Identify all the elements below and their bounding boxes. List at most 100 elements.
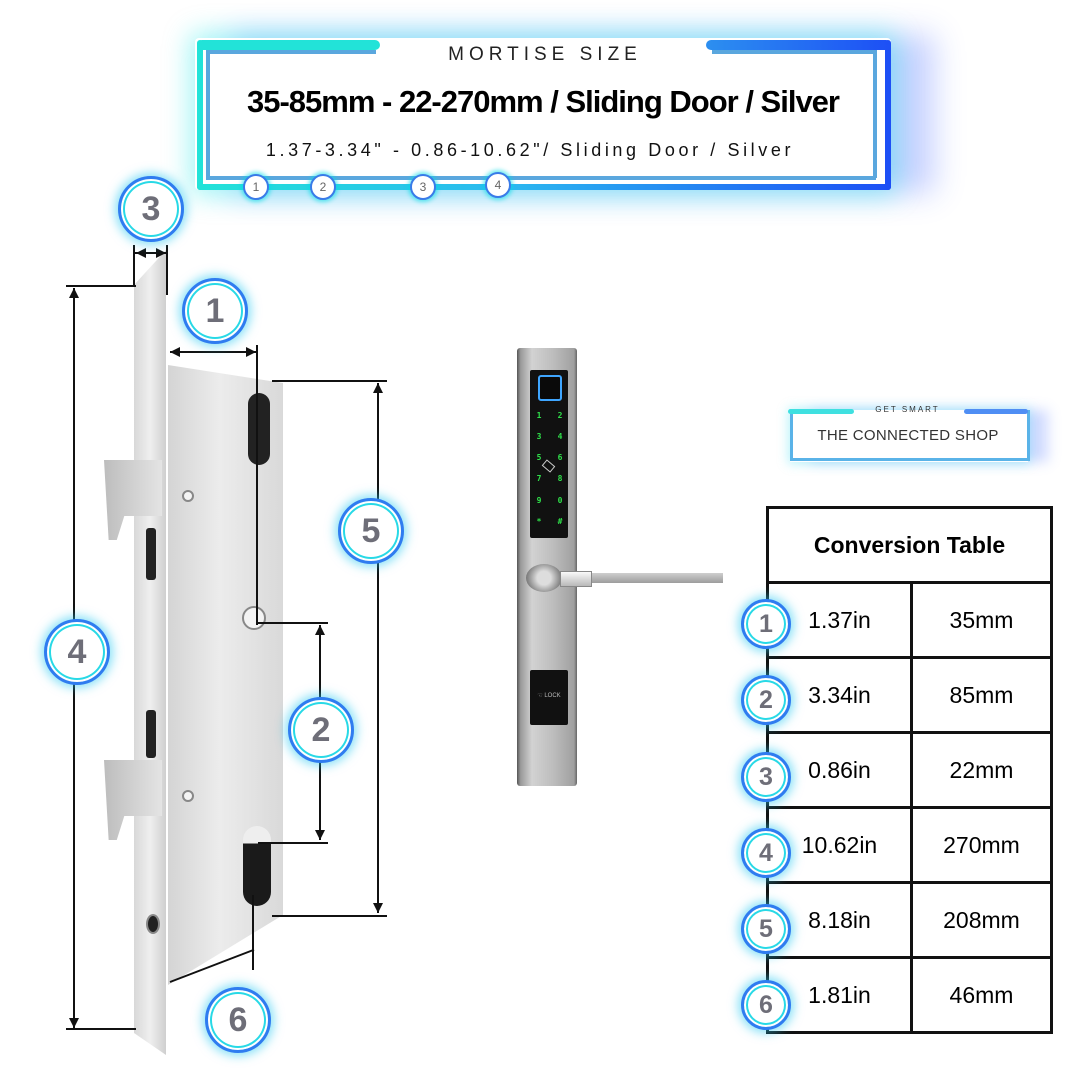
table-badge-4: 4 [741, 828, 791, 878]
mini-badge-3: 3 [410, 174, 436, 200]
handle-neck [560, 571, 592, 587]
keypad-key: 9 [536, 496, 542, 505]
badge-4: 4 [44, 619, 110, 685]
arrow-down-icon [373, 903, 383, 913]
mm-cell: 208mm [910, 881, 1053, 959]
badge-2: 2 [288, 697, 354, 763]
arrow-down-icon [69, 1018, 79, 1028]
table-header-row: Conversion Table [766, 506, 1053, 584]
brand-frame-top-left [788, 409, 854, 414]
brand-frame-top-right [964, 409, 1028, 414]
mm-cell: 270mm [910, 806, 1053, 884]
header-inner-bottom [206, 176, 876, 180]
dim5-line [377, 383, 379, 913]
follower-hole [242, 606, 266, 630]
mini-badge-2: 2 [310, 174, 336, 200]
header-frame-top-right [706, 40, 891, 50]
handle-rose [526, 564, 562, 592]
dim5-bottom-extension [272, 915, 387, 917]
dim3-ext-right [166, 245, 168, 295]
keypad-key: 8 [557, 474, 563, 483]
header-inner-right [873, 50, 877, 178]
fingerprint-sensor-icon [538, 375, 562, 401]
table-row: 1.37in 35mm [766, 581, 1053, 659]
mini-badge-1: 1 [243, 174, 269, 200]
table-badge-2: 2 [741, 675, 791, 725]
mm-cell: 85mm [910, 656, 1053, 734]
lock-label: ☜ LOCK [537, 693, 561, 699]
keypad-key: 3 [536, 432, 542, 441]
badge-5: 5 [338, 498, 404, 564]
screw-hole [182, 790, 194, 802]
arrow-left-icon [170, 347, 180, 357]
spindle-slot [248, 393, 270, 465]
lock-button-panel [530, 670, 568, 725]
table-row: 10.62in 270mm [766, 806, 1053, 884]
header-inner-top-right [712, 50, 877, 54]
dim4-top-extension [66, 285, 136, 287]
arrow-right-icon [156, 248, 166, 258]
mortise-faceplate [134, 250, 166, 1055]
header-kicker: MORTISE SIZE [448, 44, 642, 65]
mini-badge-4: 4 [485, 172, 511, 198]
table-title: Conversion Table [766, 506, 1053, 584]
keypad-key: 5 [536, 453, 542, 462]
header-frame-left [197, 40, 203, 190]
table-row: 1.81in 46mm [766, 956, 1053, 1034]
table-badge-3: 3 [741, 752, 791, 802]
arrow-right-icon [246, 347, 256, 357]
arrow-up-icon [315, 625, 325, 635]
table-badge-1: 1 [741, 599, 791, 649]
keypad-key: 4 [557, 432, 563, 441]
cylinder-hole [243, 826, 271, 906]
badge-6: 6 [205, 987, 271, 1053]
dim3-line [135, 252, 166, 254]
table-row: 8.18in 208mm [766, 881, 1053, 959]
dim1-center-line [256, 345, 258, 625]
mm-cell: 35mm [910, 581, 1053, 659]
table-row: 3.34in 85mm [766, 656, 1053, 734]
header-frame-bottom [197, 184, 891, 190]
lock-hand-icon: ☜ [537, 693, 545, 699]
brand-frame [790, 410, 1030, 461]
table-row: 0.86in 22mm [766, 731, 1053, 809]
page-subtitle: 1.37-3.34" - 0.86-10.62"/ Sliding Door /… [265, 140, 795, 160]
arrow-up-icon [69, 288, 79, 298]
table-badge-5: 5 [741, 904, 791, 954]
dim2-top-extension [258, 622, 328, 624]
keypad-key: 1 [536, 411, 542, 420]
dim2-bottom-extension [258, 842, 328, 844]
keypad-key: 6 [557, 453, 563, 462]
keypad-key: 2 [557, 411, 563, 420]
arrow-up-icon [373, 383, 383, 393]
header-frame-right [885, 40, 891, 190]
page-title: 35-85mm - 22-270mm / Sliding Door / Silv… [246, 84, 840, 119]
header-inner-left [206, 50, 210, 178]
arrow-down-icon [315, 830, 325, 840]
dim5-top-extension [272, 380, 387, 382]
header-inner-top-left [206, 50, 376, 54]
badge-3: 3 [118, 176, 184, 242]
faceplate-slot-upper [146, 528, 156, 580]
brand-logo: THE CONNECTED SHOP [817, 427, 999, 444]
dim1-line [170, 351, 256, 353]
screw-hole [182, 490, 194, 502]
inches-cell: 10.62in [766, 806, 913, 884]
dim6-extension [252, 895, 254, 970]
mm-cell: 22mm [910, 731, 1053, 809]
keypad-key: 0 [557, 496, 563, 505]
inches-cell: 8.18in [766, 881, 913, 959]
keypad-key: * [536, 517, 542, 526]
keypad-key: # [557, 517, 563, 526]
mm-cell: 46mm [910, 956, 1053, 1034]
keypad-key: 7 [536, 474, 542, 483]
badge-1: 1 [182, 278, 248, 344]
faceplate-hole [146, 914, 160, 934]
header-glow [195, 38, 891, 190]
table-badge-6: 6 [741, 980, 791, 1030]
conversion-table: Conversion Table 1.37in 35mm 3.34in 85mm… [766, 506, 1053, 1034]
inches-cell: 1.81in [766, 956, 913, 1034]
faceplate-slot-lower [146, 710, 156, 758]
header-frame-top-left [197, 40, 380, 50]
brand-kicker: GET SMART [875, 405, 940, 414]
